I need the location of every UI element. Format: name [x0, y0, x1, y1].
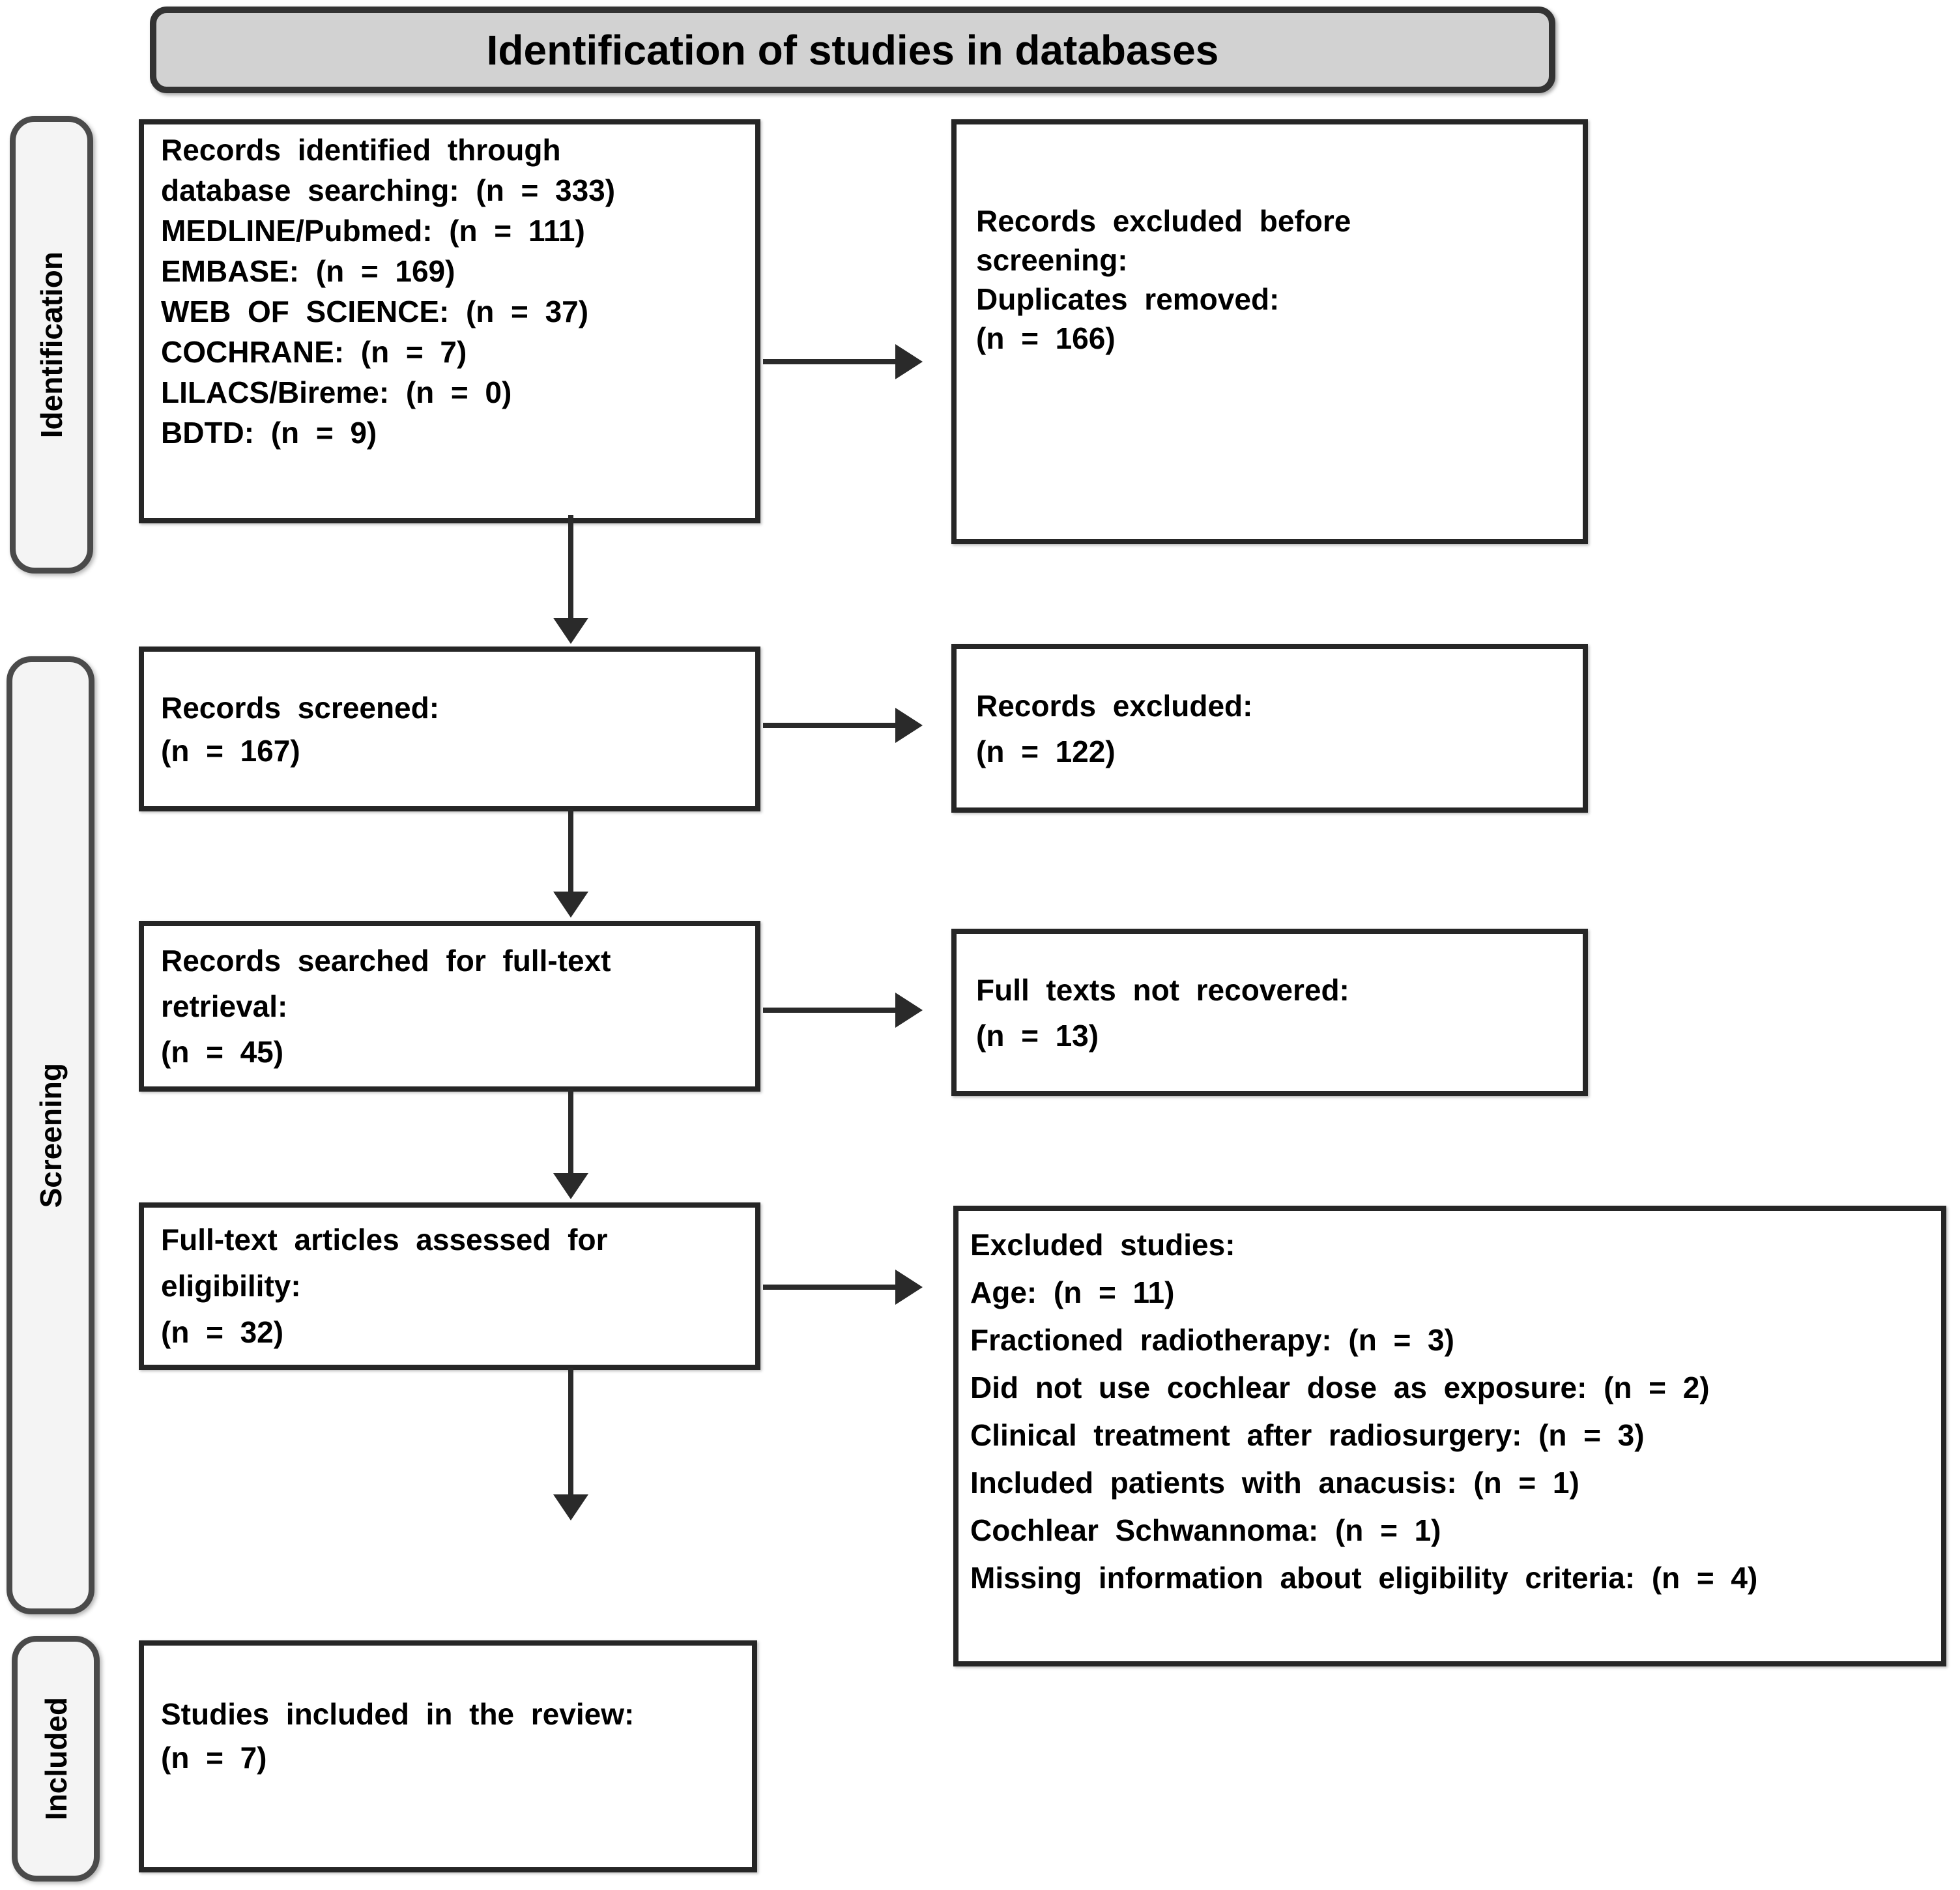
box-excluded-studies: Excluded studies: Age: (n = 11) Fraction…: [953, 1206, 1946, 1666]
diagram-title: Identification of studies in databases: [150, 7, 1555, 93]
text-line: (n = 32): [161, 1315, 284, 1349]
arrow-identified-to-excluded-before: [763, 344, 923, 379]
text-line: Did not use cochlear dose as exposure: (…: [970, 1371, 1710, 1404]
text-line: WEB OF SCIENCE: (n = 37): [161, 295, 589, 328]
text-line: COCHRANE: (n = 7): [161, 335, 467, 369]
text-line: eligibility:: [161, 1269, 301, 1303]
text-line: MEDLINE/Pubmed: (n = 111): [161, 214, 585, 248]
arrow-screened-to-retrieval: [553, 809, 588, 918]
text-line: EMBASE: (n = 169): [161, 254, 455, 288]
box-records-screened: Records screened: (n = 167): [139, 647, 760, 811]
arrow-identified-to-screened: [553, 515, 588, 644]
text-line: BDTD: (n = 9): [161, 416, 377, 450]
text-line: (n = 122): [976, 734, 1116, 768]
box-records-searched-fulltext: Records searched for full-text retrieval…: [139, 921, 760, 1092]
box-fulltexts-not-recovered: Full texts not recovered: (n = 13): [951, 929, 1588, 1096]
box-fulltext-assessed-eligibility: Full-text articles assessed for eligibil…: [139, 1202, 760, 1370]
text-line: (n = 13): [976, 1018, 1099, 1053]
text-line: (n = 167): [161, 733, 300, 768]
text-line: Cochlear Schwannoma: (n = 1): [970, 1513, 1441, 1547]
text-line: Records excluded:: [976, 688, 1253, 723]
text-line: retrieval:: [161, 989, 288, 1023]
stage-label-text: Identification: [35, 251, 68, 439]
stage-label-text: Screening: [33, 1062, 68, 1208]
text-line: Records identified through: [161, 133, 561, 167]
text-line: Fractioned radiotherapy: (n = 3): [970, 1323, 1454, 1357]
text-line: Full-text articles assessed for: [161, 1223, 608, 1257]
stage-label-screening: Screening: [7, 656, 94, 1614]
text-line: Duplicates removed:: [976, 282, 1280, 316]
box-records-identified: Records identified through database sear…: [139, 119, 760, 523]
text-line: Excluded studies:: [970, 1228, 1235, 1262]
box-records-excluded-before-screening: Records excluded before screening: Dupli…: [951, 119, 1588, 544]
text-line: database searching: (n = 333): [161, 173, 616, 207]
text-line: (n = 45): [161, 1035, 284, 1069]
stage-label-identification: Identification: [10, 116, 93, 574]
arrow-assessed-to-included: [553, 1368, 588, 1520]
box-studies-included-review: Studies included in the review: (n = 7): [139, 1640, 757, 1872]
arrow-retrieval-to-not-recovered: [763, 993, 923, 1028]
text-line: Studies included in the review:: [161, 1697, 635, 1731]
arrow-assessed-to-excluded-studies: [763, 1270, 923, 1305]
text-line: (n = 7): [161, 1741, 267, 1775]
box-records-excluded: Records excluded: (n = 122): [951, 644, 1588, 813]
text-line: Missing information about eligibility cr…: [970, 1561, 1758, 1595]
text-line: LILACS/Bireme: (n = 0): [161, 375, 512, 409]
text-line: Age: (n = 11): [970, 1275, 1175, 1309]
text-line: (n = 166): [976, 321, 1116, 355]
stage-label-text: Included: [38, 1696, 73, 1821]
text-line: Full texts not recovered:: [976, 972, 1349, 1007]
text-line: screening:: [976, 243, 1128, 277]
text-line: Included patients with anacusis: (n = 1): [970, 1466, 1579, 1500]
stage-label-included: Included: [12, 1636, 100, 1882]
text-line: Records screened:: [161, 690, 440, 725]
text-line: Records searched for full-text: [161, 944, 611, 978]
text-line: Records excluded before: [976, 204, 1351, 238]
arrow-screened-to-excluded: [763, 708, 923, 743]
arrow-retrieval-to-assessed: [553, 1089, 588, 1199]
text-line: Clinical treatment after radiosurgery: (…: [970, 1418, 1645, 1452]
